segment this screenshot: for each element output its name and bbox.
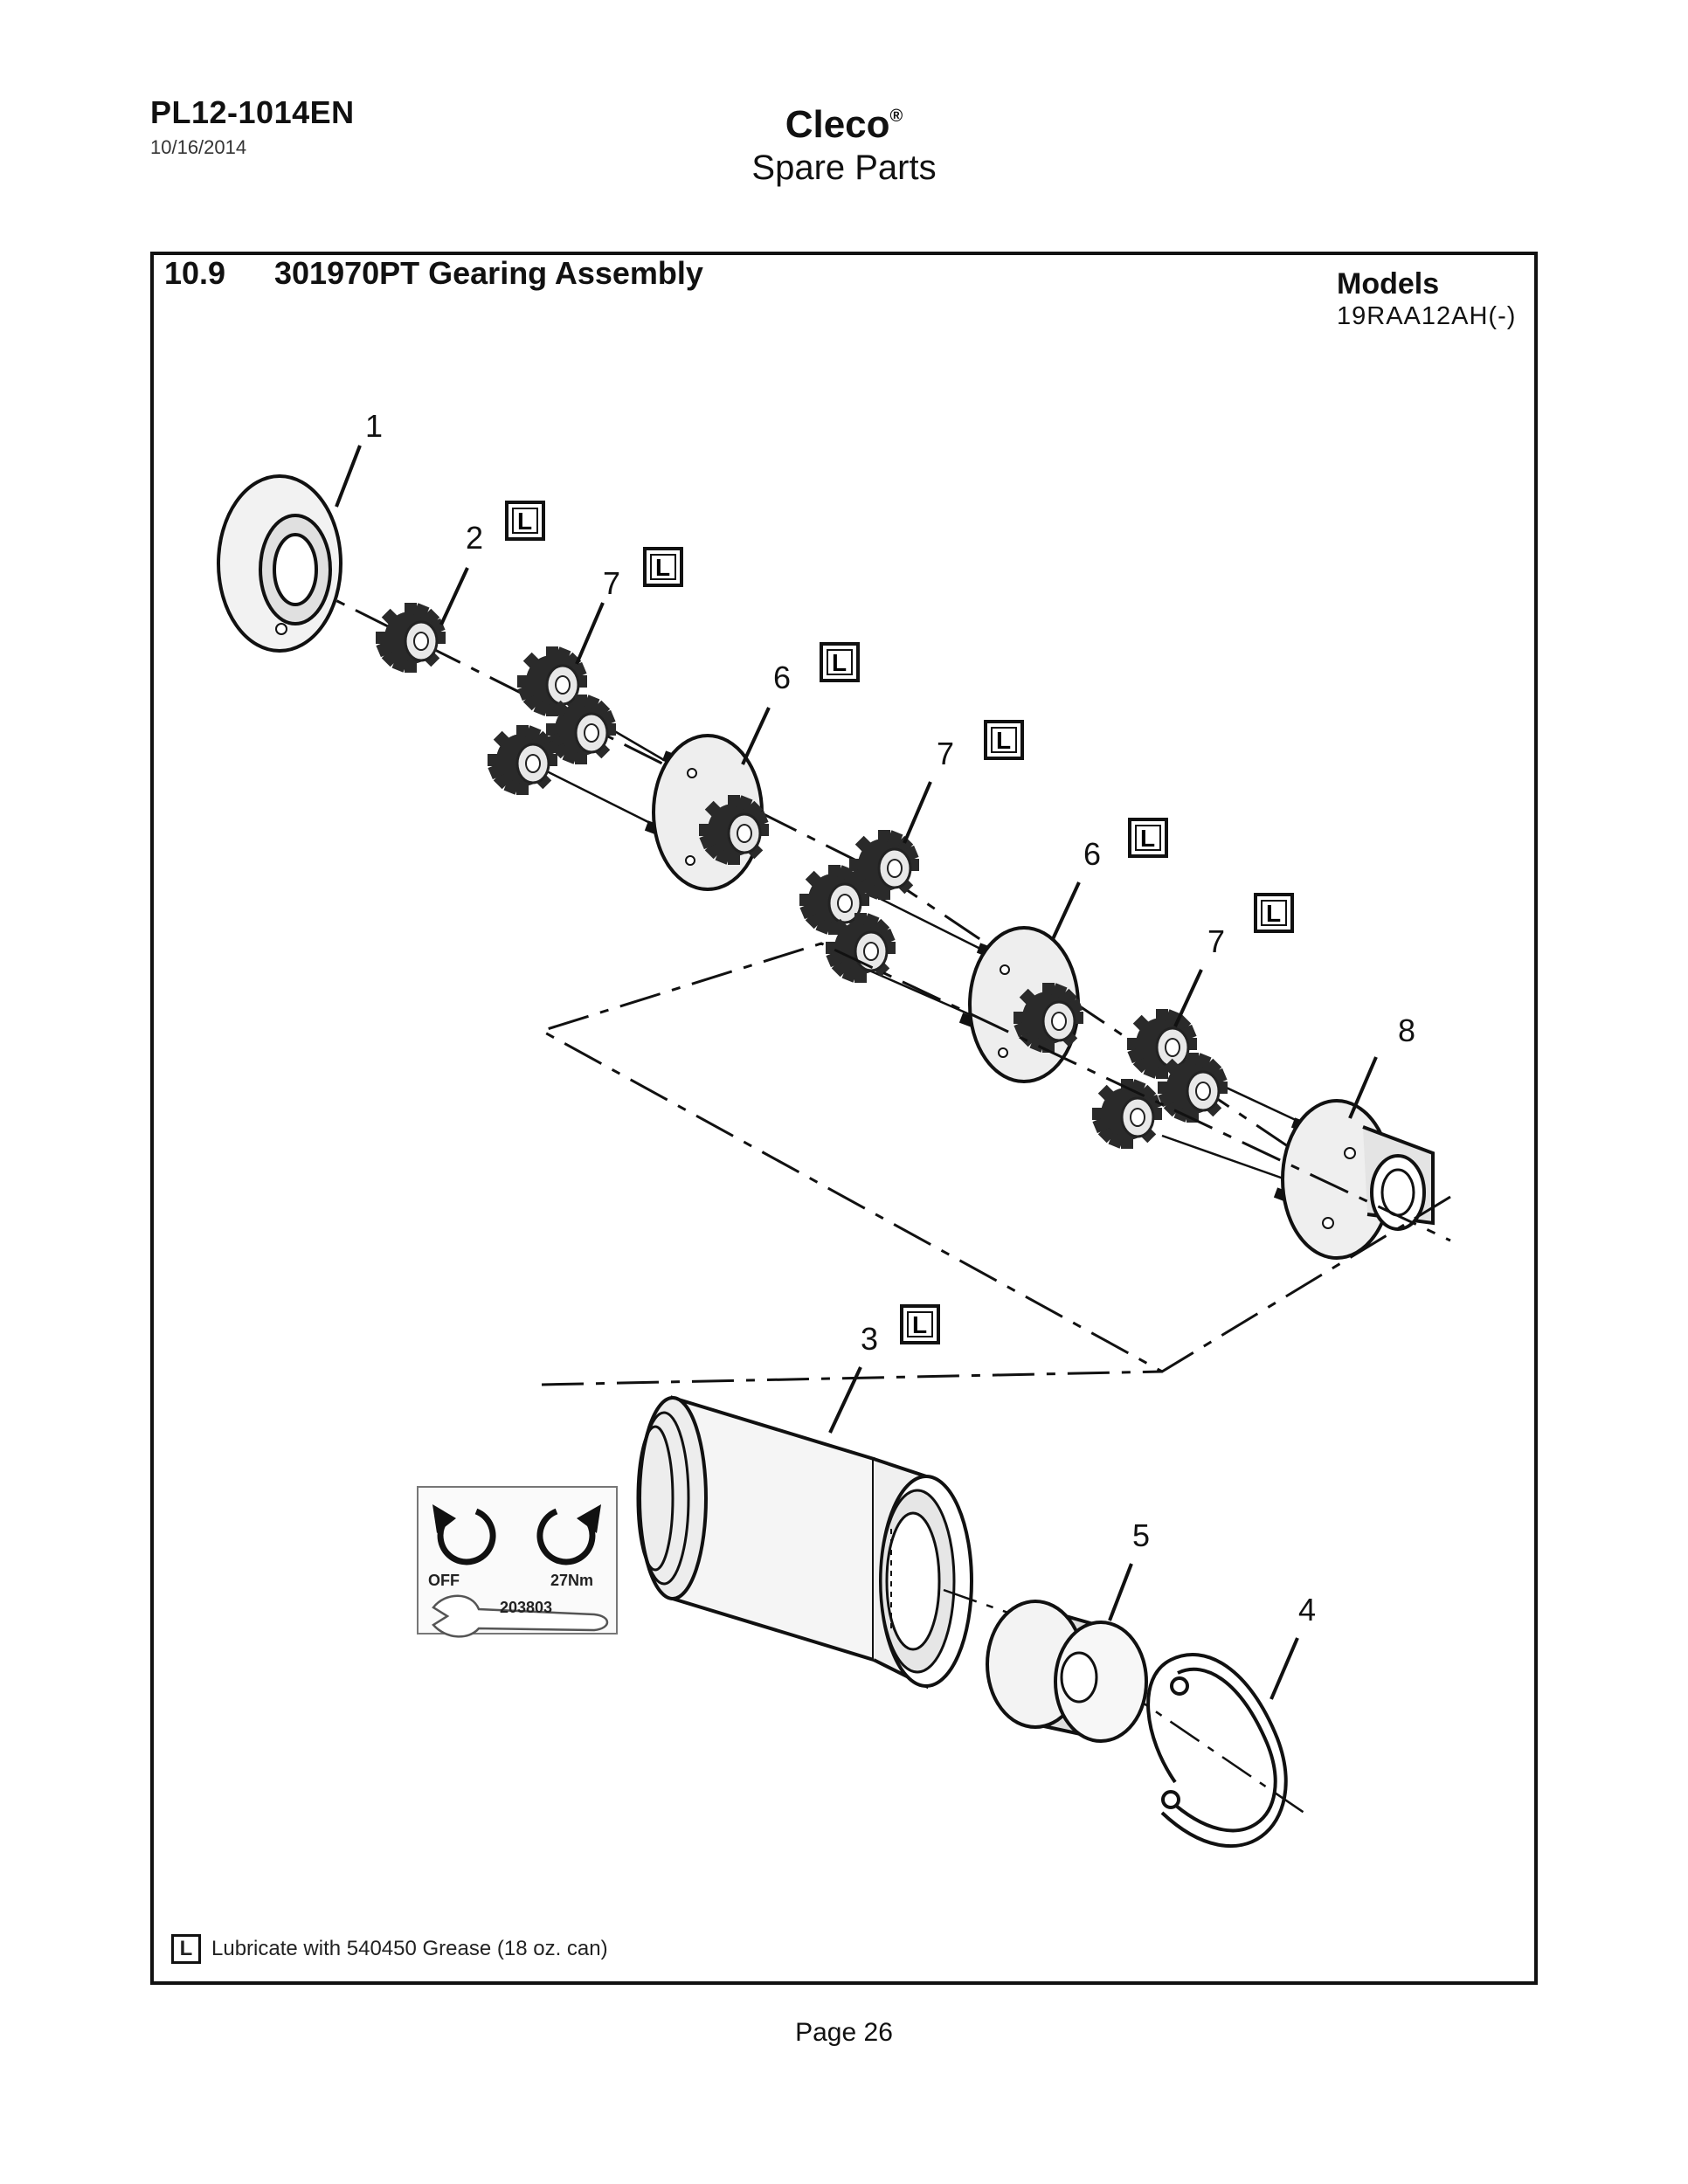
callout-8: 8 (1398, 1013, 1415, 1048)
svg-text:L: L (832, 649, 847, 676)
document-type: Spare Parts (751, 149, 937, 187)
callout-1: 1 (365, 408, 383, 444)
callout-6a: 6 (773, 660, 791, 695)
svg-text:L: L (1140, 825, 1155, 852)
part-7-planet-gear-h (1156, 1051, 1229, 1124)
tool-number: 203803 (500, 1599, 552, 1616)
models-label: Models (1337, 267, 1440, 301)
part-3-ring-gear-housing (636, 1395, 973, 1690)
tighten-arrow-icon (536, 1508, 596, 1565)
section-title: 301970PT Gearing Assembly (274, 255, 703, 291)
loosen-arrow-head-icon (432, 1504, 456, 1533)
drawing-frame (150, 252, 1538, 1985)
part-4-retaining-ring (1146, 1653, 1288, 1849)
callout-7a: 7 (603, 565, 620, 601)
carrier-b-pinion-icon (1012, 981, 1085, 1054)
callout-2: 2 (466, 520, 483, 556)
off-label: OFF (428, 1572, 460, 1589)
lube-mark-3: L (900, 1304, 940, 1344)
torque-tool-inset: OFF 27Nm 203803 (417, 1486, 618, 1638)
lube-mark-7a: L (643, 547, 683, 587)
part-1-end-plate (217, 474, 342, 653)
callout-6b: 6 (1083, 836, 1101, 872)
callout-3: 3 (861, 1321, 878, 1357)
lubrication-legend: L Lubricate with 540450 Grease (18 oz. c… (171, 1934, 608, 1964)
svg-text:L: L (1266, 900, 1281, 927)
legend-text: Lubricate with 540450 Grease (18 oz. can… (211, 1937, 608, 1960)
part-7-planet-gear-i (1090, 1077, 1164, 1151)
exploded-view-drawing: 1 2 7 6 7 6 7 8 3 5 4 L L L L L L L OFF … (217, 408, 1451, 1849)
lube-mark-6a: L (820, 642, 860, 682)
part-2-sun-gear (374, 601, 447, 674)
callout-7c: 7 (1207, 923, 1225, 959)
svg-text:L: L (517, 508, 532, 535)
callout-4: 4 (1298, 1592, 1316, 1628)
callout-5: 5 (1132, 1517, 1150, 1553)
brand-logo: Cleco® (0, 103, 1688, 147)
carrier-a-pinion-icon (697, 793, 771, 867)
svg-text:L: L (655, 554, 670, 581)
tighten-arrow-head-icon (577, 1504, 601, 1533)
brand-name: Cleco (785, 103, 890, 146)
part-7-planet-gear-c (486, 723, 559, 797)
registered-mark: ® (889, 107, 903, 126)
lube-mark-7c: L (1254, 893, 1294, 933)
part-8-output-carrier (1273, 1099, 1435, 1260)
models-value: 19RAA12AH(-) (1337, 302, 1517, 330)
callout-7b: 7 (937, 736, 954, 771)
loosen-arrow-icon (437, 1508, 496, 1565)
lube-mark-7b: L (984, 720, 1024, 760)
section-number: 10.9 (164, 255, 226, 291)
document-id: PL12-1014EN (150, 94, 355, 130)
lube-mark-2: L (505, 501, 545, 541)
torque-label: 27Nm (550, 1572, 593, 1589)
part-5-spacer (986, 1600, 1148, 1743)
document-date: 10/16/2014 (150, 136, 247, 158)
legend-lube-mark: L (171, 1934, 201, 1964)
page-number: Page 26 (795, 2018, 893, 2047)
spanner-wrench-icon (432, 1594, 609, 1638)
svg-text:L: L (912, 1311, 927, 1338)
svg-text:L: L (996, 727, 1011, 754)
lube-mark-6b: L (1128, 818, 1168, 858)
